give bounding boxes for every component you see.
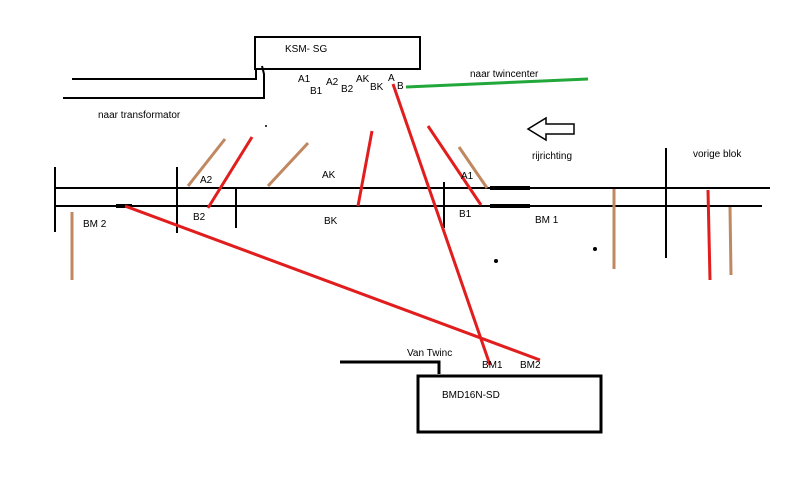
twincenter-label: naar twincenter	[470, 69, 539, 80]
ksm-terminal-bk: BK	[370, 82, 384, 93]
twinc-input-label: Van Twinc	[407, 348, 452, 359]
transformer-label: naar transformator	[98, 110, 181, 121]
bmd-terminal-bm1: BM1	[482, 360, 503, 371]
ksm-terminal-ak: AK	[356, 74, 370, 85]
bmd16n-sd-box	[416, 374, 603, 434]
ksm-sg-box	[254, 36, 421, 70]
signal-wires	[124, 83, 541, 366]
block-separators	[54, 148, 667, 258]
track-label-a1: A1	[461, 171, 474, 182]
stray-dots	[265, 125, 597, 263]
ksm-terminal-b1: B1	[310, 86, 323, 97]
ksm-sg-label: KSM- SG	[285, 44, 327, 55]
track-label-b2: B2	[193, 212, 206, 223]
transformer-wires	[63, 65, 265, 99]
ksm-terminal-a1: A1	[298, 74, 311, 85]
sleeper-marks	[70, 138, 733, 280]
ksm-terminal-b: B	[397, 81, 404, 92]
ksm-terminal-a2: A2	[326, 77, 339, 88]
feeder-wires	[206, 125, 712, 281]
direction-arrow	[526, 116, 575, 142]
twincenter-wire	[405, 77, 589, 89]
track-label-b1: B1	[459, 209, 472, 220]
twinc-input-wire	[340, 360, 441, 374]
track-label-bm2: BM 2	[83, 219, 107, 230]
track-label-bk: BK	[324, 216, 338, 227]
ksm-terminal-b2: B2	[341, 84, 354, 95]
track-label-ak: AK	[322, 170, 336, 181]
rails	[55, 186, 770, 208]
bmd16n-sd-label: BMD16N-SD	[442, 390, 500, 401]
previous-block-label: vorige blok	[693, 149, 742, 160]
track-label-a2: A2	[200, 175, 213, 186]
direction-label: rijrichting	[532, 151, 572, 162]
bmd-terminal-bm2: BM2	[520, 360, 541, 371]
track-label-bm1: BM 1	[535, 215, 559, 226]
ksm-terminal-a: A	[388, 73, 395, 84]
